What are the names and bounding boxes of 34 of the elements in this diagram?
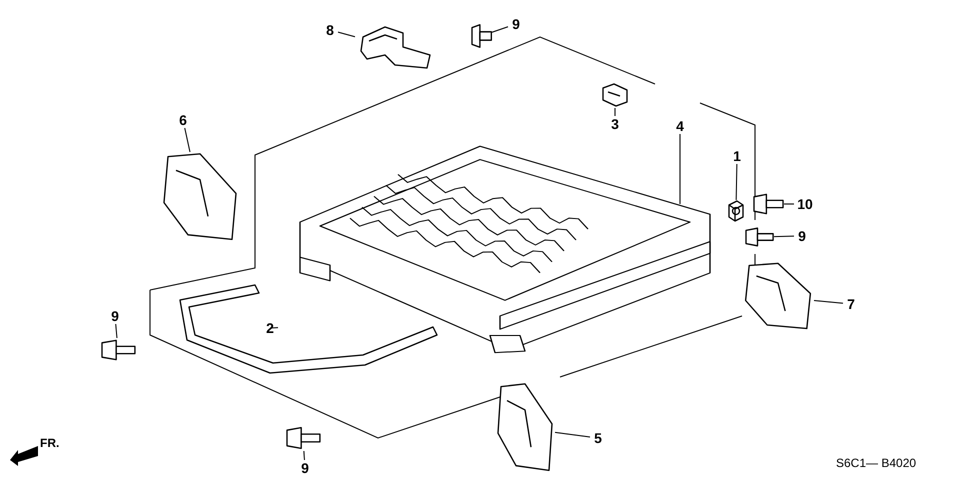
callout-number: 2 [262, 320, 278, 336]
leader-line [338, 32, 356, 38]
leader-line [303, 450, 305, 460]
callout-number: 8 [322, 22, 338, 38]
bolt-drawing [744, 226, 774, 248]
bolt-drawing [285, 425, 321, 451]
callout-number: 3 [607, 116, 623, 132]
callout-number: 9 [107, 308, 123, 324]
leader-line [270, 327, 278, 328]
callout-number: 9 [794, 228, 810, 244]
callout-number: 9 [508, 16, 524, 32]
leader-line [115, 324, 118, 338]
callout-number: 1 [729, 148, 745, 164]
cover-drawing [742, 262, 814, 332]
leader-line [814, 300, 844, 304]
callout-number: 10 [794, 196, 816, 212]
callout-number: 6 [175, 112, 191, 128]
leader-line [184, 128, 190, 152]
leader-line [736, 164, 738, 200]
nut-drawing [727, 200, 745, 222]
clip-drawing [600, 82, 630, 108]
callout-number: 9 [297, 460, 313, 476]
leader-line [614, 108, 616, 116]
bolt-drawing [470, 22, 492, 50]
leader-line [774, 236, 794, 238]
leader-line [492, 26, 508, 33]
callout-number: 4 [672, 118, 688, 134]
bolt-drawing [100, 338, 136, 362]
callout-number: 5 [590, 430, 606, 446]
drawing-code: S6C1— B4020 [836, 456, 916, 470]
direction-label: FR. [40, 436, 60, 450]
bolt-drawing [752, 192, 784, 216]
leader-line [554, 432, 590, 438]
callout-number: 7 [843, 296, 859, 312]
